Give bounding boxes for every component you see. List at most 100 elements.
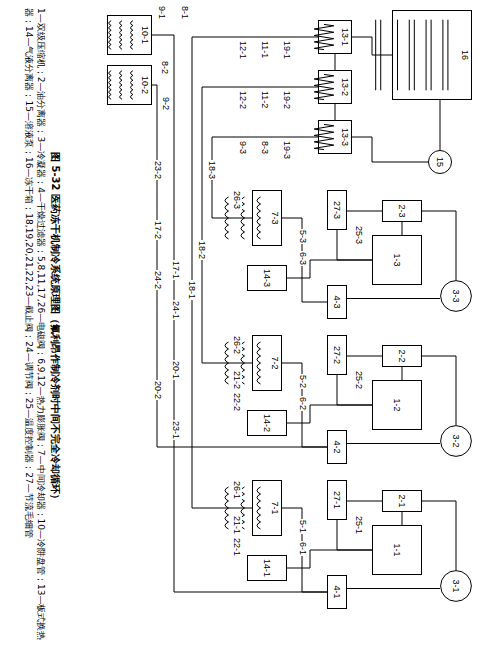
part-number: 10-1: [140, 26, 150, 44]
pipe-line: [402, 367, 403, 380]
pipe-line: [202, 87, 318, 363]
valve-label: 9-1: [157, 5, 167, 20]
component-box: 27-3: [327, 190, 347, 230]
part-number: 3-1: [451, 579, 461, 592]
component-box: 7-1: [252, 480, 282, 536]
valve-label: 6-3: [298, 251, 308, 266]
part-number: 15: [435, 157, 445, 167]
valve-label: 26-3: [232, 190, 242, 210]
component-circle: 3-3: [440, 280, 472, 312]
pipe-line: [347, 501, 382, 502]
component-circle: 15: [428, 150, 452, 174]
pipe-line: [152, 35, 327, 592]
pipe-line: [335, 104, 336, 120]
valve-label: 8-2: [160, 60, 170, 75]
valve-label: 6-1: [298, 541, 308, 556]
circle-shape: [441, 571, 472, 602]
part-number: 13-1: [340, 28, 350, 46]
valve-label: 5-2: [298, 374, 308, 389]
component-box: 2-3: [382, 200, 422, 222]
part-number: 2-3: [397, 204, 407, 217]
component-box: 7-2: [252, 335, 282, 391]
component-box: 10-1: [107, 15, 152, 55]
part-number: 10-2: [140, 76, 150, 94]
symbol-stroke: [314, 124, 334, 149]
symbol-stroke: [376, 20, 448, 91]
part-number: 16: [460, 50, 470, 60]
valve-label: 18-1: [187, 280, 197, 300]
valve-label: 6-2: [298, 396, 308, 411]
zig-symbol: [310, 123, 338, 151]
symbol-stroke: [225, 487, 261, 529]
valve-label: 17-2: [153, 220, 163, 240]
zig-symbol: [310, 23, 338, 51]
valve-label: 26-1: [232, 480, 242, 500]
coil-symbol: [218, 193, 268, 243]
valve-label: 20-1: [171, 360, 181, 380]
pipe-line: [422, 356, 456, 425]
valve-label: 25-2: [354, 370, 364, 390]
valve-label: 21-1: [232, 515, 242, 535]
valve-label: 25-1: [354, 515, 364, 535]
part-number: 7-3: [270, 211, 280, 224]
pipe-line: [347, 588, 440, 589]
pipe-line: [347, 443, 440, 444]
component-box: 7-3: [252, 190, 282, 246]
valve-label: 21-2: [232, 370, 242, 390]
shelves-symbol: [374, 13, 458, 97]
valve-label: 24-1: [171, 300, 181, 320]
part-number: 2-1: [397, 494, 407, 507]
circle-shape: [441, 281, 472, 312]
symbol-stroke: [314, 74, 334, 99]
pipe-line: [352, 137, 428, 162]
pipe-line: [192, 37, 318, 508]
component-box: 10-2: [107, 65, 152, 105]
valve-label: 5-3: [298, 229, 308, 244]
valve-label: 12-1: [238, 40, 248, 60]
circle-shape: [428, 150, 451, 173]
valve-label: 24-2: [153, 270, 163, 290]
component-box: 2-1: [382, 490, 422, 512]
part-number: 27-1: [332, 491, 342, 509]
valve-label: 19-2: [282, 90, 292, 110]
component-box: 4-1: [327, 575, 347, 609]
pipe-line: [422, 501, 456, 570]
component-box: 4-3: [327, 285, 347, 319]
part-number: 27-2: [332, 346, 342, 364]
pipe-line: [347, 356, 382, 357]
pipe-line: [347, 298, 440, 299]
part-number: 13-2: [340, 78, 350, 96]
component-box: 14-2: [247, 410, 287, 436]
valve-label: 9-3: [238, 140, 248, 155]
valve-label: 19-1: [282, 40, 292, 60]
part-number: 14-2: [262, 414, 272, 432]
valve-label: 11-2: [260, 90, 270, 109]
valve-label: 8-3: [260, 140, 270, 155]
coil-symbol: [218, 483, 268, 533]
valve-label: 23-1: [171, 420, 181, 440]
valve-label: 22-2: [232, 392, 242, 412]
part-number: 13-3: [340, 128, 350, 146]
part-number: 27-3: [332, 201, 342, 219]
part-number: 7-1: [270, 501, 280, 514]
circle-shape: [441, 426, 472, 457]
part-number: 3-2: [451, 434, 461, 447]
valve-label: 26-2: [232, 335, 242, 355]
valve-label: 20-2: [153, 380, 163, 400]
component-circle: 3-2: [440, 425, 472, 457]
component-box: 13-3: [318, 120, 352, 154]
pipe-line: [440, 100, 441, 150]
valve-label: 8-1: [180, 5, 190, 20]
part-number: 1-2: [392, 398, 402, 411]
component-box: 27-2: [327, 335, 347, 375]
valve-label: 25-3: [354, 225, 364, 245]
component-box: 4-2: [327, 430, 347, 464]
symbol-stroke: [314, 24, 334, 49]
part-number: 4-3: [332, 295, 342, 308]
pipe-line: [402, 512, 403, 525]
component-box: 14-3: [247, 265, 287, 291]
zig-symbol: [310, 73, 338, 101]
pipe-line: [152, 85, 327, 447]
